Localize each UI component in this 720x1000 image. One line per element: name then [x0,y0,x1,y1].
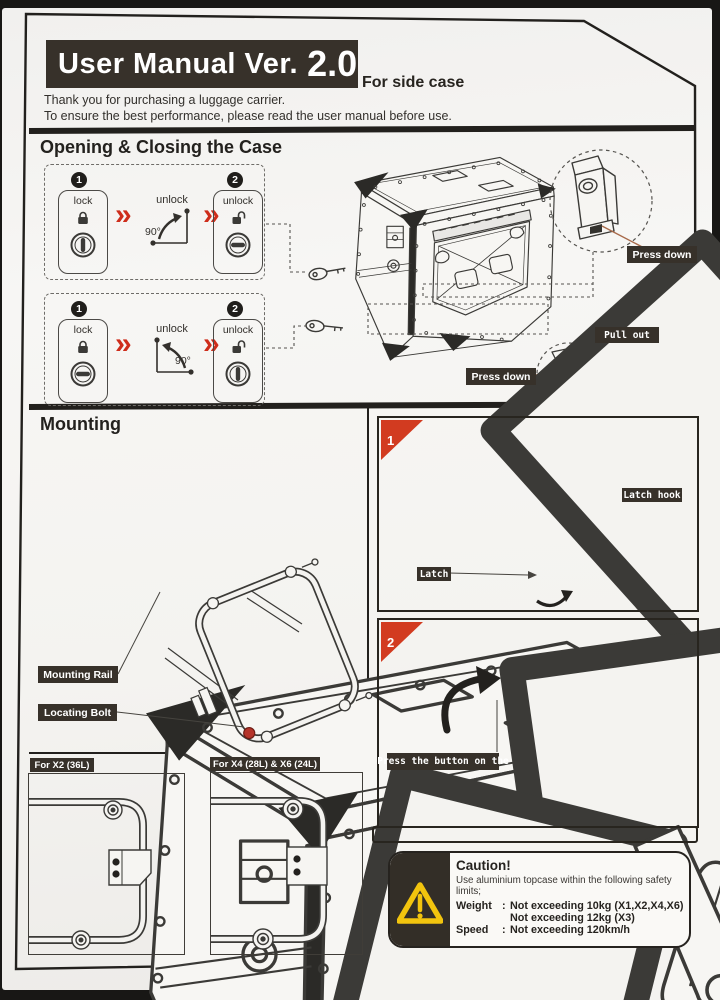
caution-title: Caution! [456,858,511,873]
weight-label: Weight [456,900,492,912]
caution-weight-row: Weight : Not exceeding 10kg (X1,X2,X4,X6… [456,900,684,912]
pull-out-label: Pull out [595,327,659,343]
mounting-rail-label: Mounting Rail [38,666,118,683]
svg-text:unlock: unlock [156,194,188,206]
latch-hook-label: Latch hook [622,488,682,502]
step-2-triangle-icon [381,622,423,662]
lock-steps-row-1: 1 lock » unlock 90° » 2 unlock [44,164,265,280]
opening-section-heading: Opening & Closing the Case [40,137,283,157]
unlock-card-label: unlock [222,324,254,336]
locating-bolt-label: Locating Bolt [38,704,117,721]
manual-subtitle: For side case [362,74,465,91]
keyhole-vertical-icon [70,232,96,258]
rail-option-1-title: For X2 (36L) [30,758,94,772]
title-bar: User Manual Ver. 2.0 [46,40,358,88]
step-1-badge: 1 [71,172,87,188]
padlock-closed-icon [78,211,88,224]
step-1-badge: 1 [71,301,87,317]
manual-title: User Manual Ver. [58,47,299,80]
unlock-card: unlock [213,190,263,274]
intro-text: Thank you for purchasing a luggage carri… [44,93,452,124]
chevron-right-icon: » [115,198,132,231]
manual-version: 2.0 [307,43,358,84]
unlock-card-label: unlock [222,195,254,207]
caution-speed-row: Speed : Not exceeding 120km/h [456,924,631,936]
chevron-right-icon: » [203,327,220,360]
intro-line-2: To ensure the best performance, please r… [44,108,452,123]
rail-option-1-panel [28,773,185,955]
rotate-90-diagram-mirrored: unlock 90° [154,323,194,375]
weight-value-1: Not exceeding 10kg (X1,X2,X4,X6) [510,900,684,912]
caution-text: Caution! Use aluminium topcase within th… [456,858,689,936]
warning-triangle-icon [397,882,443,924]
speed-label: Speed [456,924,489,936]
lock-steps-row-2: 1 lock » unlock 90° » 2 unlock [44,293,265,406]
weight-value-2: Not exceeding 12kg (X3) [510,912,635,924]
padlock-closed-icon [78,340,88,353]
lock-card-label: lock [73,324,93,336]
press-button-label: Press the button on the [377,753,509,770]
chevron-right-icon: » [203,198,220,231]
press-down-bottom-label: Press down [466,368,536,385]
divider-bar [372,826,698,843]
svg-text:unlock: unlock [156,323,188,335]
rail-x4-x6-art [211,797,328,950]
intro-line-1: Thank you for purchasing a luggage carri… [44,93,286,107]
lock-card: lock [58,190,108,274]
caution-box: Caution! Use aluminium topcase within th… [388,851,691,948]
step-2-number: 2 [387,635,395,650]
rail-option-2-panel [210,772,363,955]
mounting-section-heading: Mounting [40,414,121,434]
press-down-top-label: Press down [627,246,697,263]
caution-weight-row-2: Not exceeding 12kg (X3) [510,912,689,924]
rotate-90-diagram: unlock 90° [145,194,190,246]
mounting-step-2-panel: 2 Press the button on the [377,618,699,828]
keyhole-vertical-icon [225,361,251,387]
padlock-open-icon [232,211,246,224]
lock-card-label: lock [73,195,93,207]
rail-x2-art [29,798,152,950]
rail-option-2-title: For X4 (28L) & X6 (24L) [210,757,320,771]
chevron-right-icon: » [115,327,132,360]
step-1-triangle-icon [381,420,423,460]
unlock-card: unlock [213,319,263,403]
caution-dark-panel [390,853,450,946]
svg-text:90°: 90° [145,226,161,238]
caution-intro: Use aluminium topcase within the followi… [456,875,672,897]
step-1-number: 1 [387,433,395,448]
mounting-step-1-panel: 1 Latch hook Latch [377,416,699,612]
svg-text:90°: 90° [175,355,191,367]
keyhole-horizontal-icon [70,361,96,387]
lock-card: lock [58,319,108,403]
speed-value: Not exceeding 120km/h [510,924,631,936]
step-2-badge: 2 [227,172,243,188]
step-2-badge: 2 [227,301,243,317]
padlock-open-icon [232,340,246,353]
latch-label: Latch [417,567,451,581]
keyhole-horizontal-icon [225,232,251,258]
